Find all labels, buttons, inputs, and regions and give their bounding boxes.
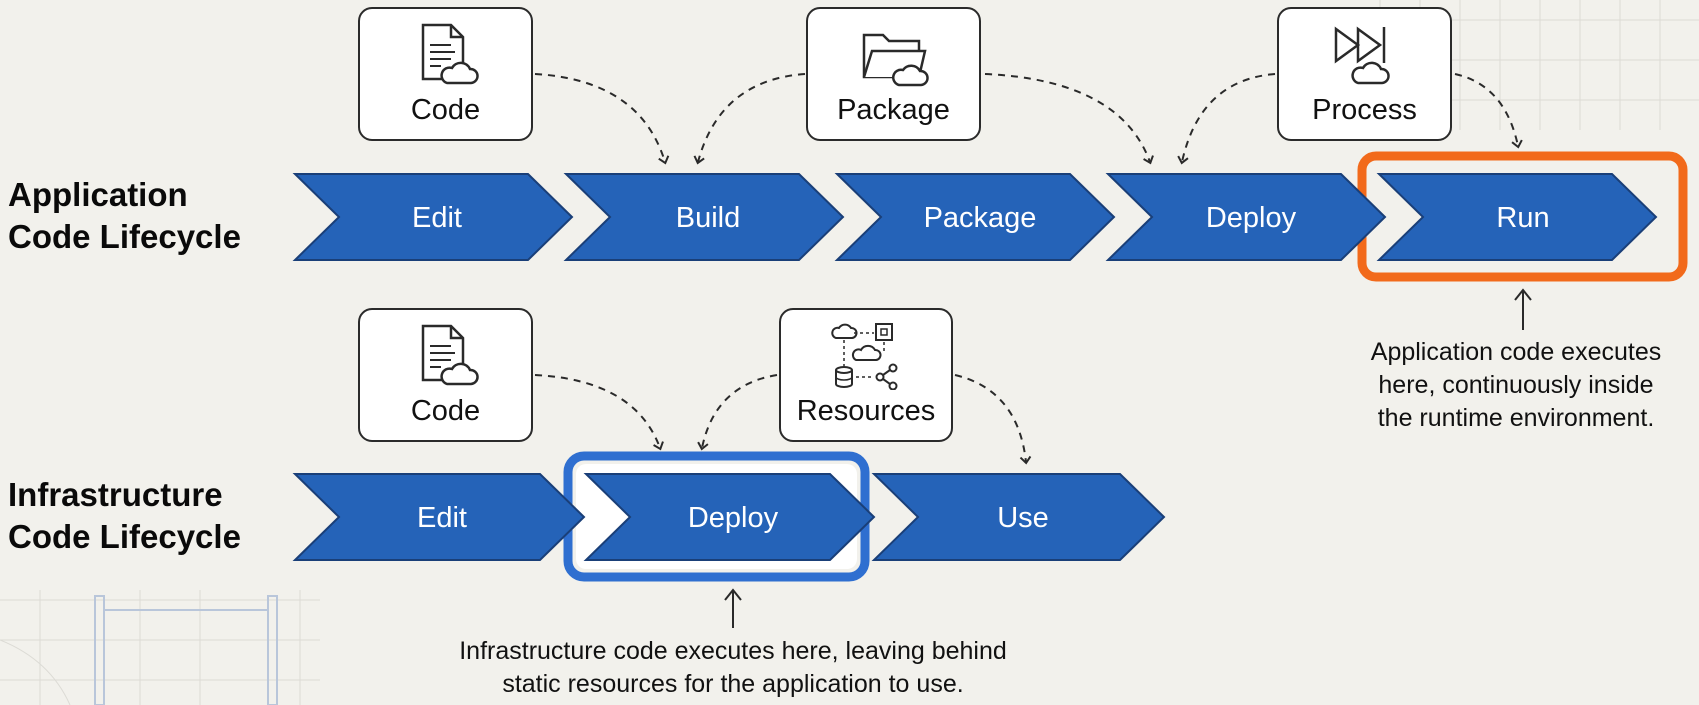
app-input-process-card[interactable]: Process [1277,7,1452,141]
app-run-note: Application code executes here, continuo… [1370,338,1662,432]
app-input-code-card[interactable]: Code [358,7,533,141]
infra-input-resources-card[interactable]: Resources [779,308,953,442]
app-lane-label: Application Code Lifecycle [8,176,241,255]
infra-deploy-note: Infrastructure code executes here, leavi… [459,637,1007,698]
app-stage-deploy-label: Deploy [1206,202,1297,234]
app-input-package-label: Package [837,94,950,126]
cloud-resources-icon [831,323,898,390]
app-stage-deploy[interactable]: Deploy [1105,173,1387,261]
infra-input-code-label: Code [410,395,481,427]
app-stage-package-label: Package [924,202,1037,234]
app-input-code-label: Code [410,94,481,126]
infra-stage-deploy[interactable]: Deploy [583,473,876,561]
app-input-package-card[interactable]: Package [806,7,981,141]
app-stage-edit-label: Edit [412,202,462,234]
folder-cloud-icon [862,33,929,87]
app-stage-run[interactable]: Run [1376,173,1658,261]
infra-stage-deploy-label: Deploy [688,502,779,534]
infra-stage-use-label: Use [997,502,1049,534]
app-stage-build[interactable]: Build [563,173,845,261]
code-file-cloud-icon [421,324,479,386]
app-connectors [534,73,1523,165]
app-stage-package[interactable]: Package [834,173,1116,261]
infra-stage-use[interactable]: Use [871,473,1166,561]
app-stage-edit[interactable]: Edit [292,173,574,261]
infra-lane-label: Infrastructure Code Lifecycle [8,476,241,555]
app-input-process-label: Process [1312,94,1417,126]
app-stage-run-label: Run [1496,202,1549,234]
infra-stage-edit-label: Edit [417,502,467,534]
infra-input-code-card[interactable]: Code [358,308,533,442]
fast-forward-cloud-icon [1334,26,1390,85]
note-pointers [724,288,1532,628]
infra-connectors [534,374,1032,465]
infra-stage-edit[interactable]: Edit [292,473,586,561]
app-stage-build-label: Build [676,202,741,234]
code-file-cloud-icon [421,23,479,85]
infra-input-resources-label: Resources [796,395,936,427]
